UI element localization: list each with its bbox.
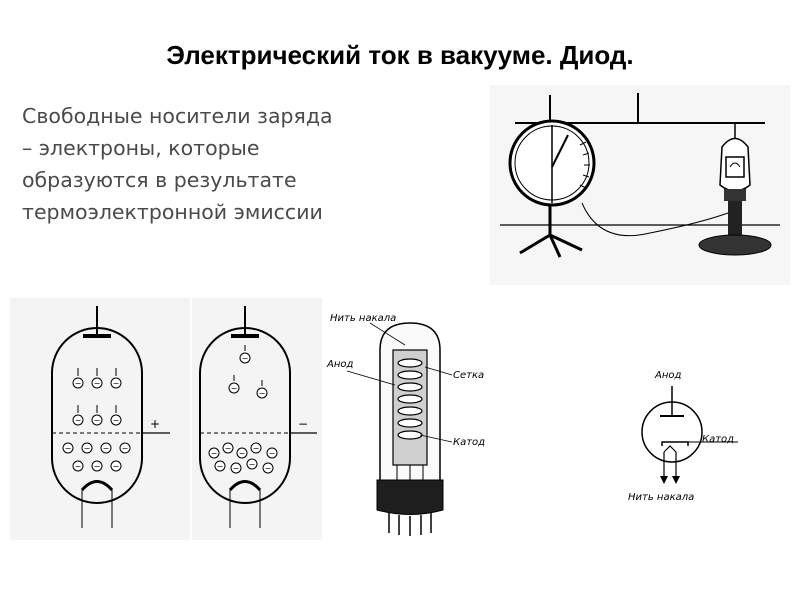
tube-negative-drawing: − − −−−−−−−−−−− bbox=[192, 298, 322, 540]
electron-charge-mark: − bbox=[239, 449, 246, 458]
electron-charge-mark: − bbox=[259, 389, 266, 398]
experiment-apparatus-figure bbox=[490, 85, 790, 285]
label-filament: Нить накала bbox=[330, 313, 396, 324]
electron-charge-marks: − bbox=[75, 379, 82, 388]
electron-charge-mark: − bbox=[113, 379, 120, 388]
tube-positive-figure: + − −−−−−−−−−−−− bbox=[10, 298, 190, 540]
electron-charge-mark: − bbox=[75, 416, 82, 425]
polarity-plus-label: + bbox=[150, 417, 160, 431]
electron-charge-mark: − bbox=[253, 444, 260, 453]
intro-line-3: образуются в результате bbox=[22, 168, 297, 192]
tube-negative-figure: − − −−−−−−−−−−− bbox=[192, 298, 322, 540]
electron-charge-mark: − bbox=[211, 449, 218, 458]
electron-charge-mark: − bbox=[265, 464, 272, 473]
electron-charge-marks-2: − bbox=[242, 354, 249, 363]
electron-charge-mark: − bbox=[269, 449, 276, 458]
experiment-apparatus-drawing bbox=[490, 85, 790, 285]
diode-label-anode: Анод bbox=[654, 370, 681, 381]
intro-line-4: термоэлектронной эмиссии bbox=[22, 200, 323, 224]
electron-charge-mark: − bbox=[94, 416, 101, 425]
vacuum-tube-drawing: Нить накала Анод Сетка Катод bbox=[326, 313, 485, 536]
label-grid: Сетка bbox=[453, 370, 484, 381]
label-anode: Анод bbox=[326, 359, 353, 370]
diode-symbol-figure: Анод Катод Нить накала bbox=[610, 350, 780, 510]
electron-charge-mark: − bbox=[249, 460, 256, 469]
diode-label-filament: Нить накала bbox=[628, 492, 694, 503]
diode-label-cathode: Катод bbox=[702, 434, 734, 445]
electron-charge-mark: − bbox=[113, 416, 120, 425]
electron-charge-mark: − bbox=[217, 462, 224, 471]
electron-charge-mark: − bbox=[233, 464, 240, 473]
electron-charge-mark: − bbox=[94, 379, 101, 388]
svg-text:−: − bbox=[242, 354, 249, 363]
diode-symbol-drawing: Анод Катод Нить накала bbox=[628, 370, 738, 503]
slide-title: Электрический ток в вакууме. Диод. bbox=[166, 40, 634, 70]
electron-charge-mark: − bbox=[75, 462, 82, 471]
electron-charge-mark: − bbox=[103, 444, 110, 453]
svg-text:−: − bbox=[75, 379, 82, 388]
electron-charge-mark: − bbox=[113, 462, 120, 471]
vacuum-tube-figure: Нить накала Анод Сетка Катод bbox=[325, 305, 495, 540]
electron-charge-mark: − bbox=[94, 462, 101, 471]
electron-charge-mark: − bbox=[65, 444, 72, 453]
electron-charge-mark: − bbox=[122, 444, 129, 453]
electron-charge-mark: − bbox=[225, 444, 232, 453]
electron-charge-mark: − bbox=[231, 384, 238, 393]
label-cathode: Катод bbox=[453, 437, 485, 448]
intro-text: Свободные носители заряда – электроны, к… bbox=[22, 100, 492, 228]
polarity-minus-label: − bbox=[298, 417, 308, 431]
intro-line-1: Свободные носители заряда bbox=[22, 104, 333, 128]
electron-charge-mark: − bbox=[84, 444, 91, 453]
tube-positive-drawing: + − −−−−−−−−−−−− bbox=[10, 298, 190, 540]
intro-line-2: – электроны, которые bbox=[22, 136, 260, 160]
